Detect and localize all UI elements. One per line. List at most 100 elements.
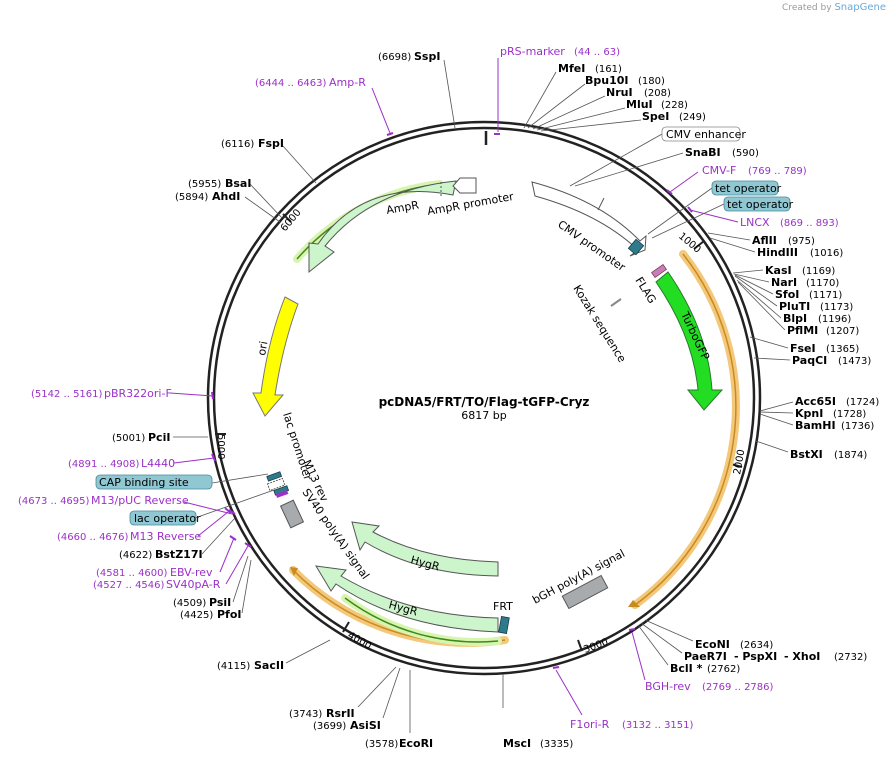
site-sfoi-name: SfoI	[775, 288, 799, 301]
primer-prs-marker-name: pRS-marker	[500, 45, 565, 58]
site-bcli-pos: (2762)	[707, 664, 740, 675]
primer-pbr322ori-f-range: (5142 .. 5161)	[31, 389, 103, 400]
site-pspxi-name: - PspXI	[734, 650, 777, 663]
site-sspi-pos: (6698)	[378, 52, 411, 63]
site-group-acc65i: Acc65I (1724) KpnI (1728) BamHI (1736)	[759, 395, 879, 432]
backbone-inner	[212, 126, 756, 670]
primer-m13-reverse-range: (4660 .. 4676)	[57, 532, 129, 543]
backbone-outer	[206, 120, 762, 676]
flag-block	[651, 264, 667, 278]
site-xhoi-name: - XhoI	[784, 650, 820, 663]
primer-f1ori-r-range: (3132 .. 3151)	[622, 720, 694, 731]
site-bstz17i: (4622) BstZ17I	[119, 517, 236, 561]
primer-prs-marker: pRS-marker (44 .. 63)	[494, 45, 620, 135]
site-fspi-name: FspI	[258, 137, 284, 150]
site-ecori-name: EcoRI	[399, 737, 433, 750]
tick-label-5000: 5000	[215, 434, 226, 459]
site-spei-pos: (249)	[679, 112, 706, 123]
site-pluti-pos: (1173)	[820, 302, 853, 313]
site-group-psii: (4509) PsiI (4425) PfoI	[173, 555, 252, 621]
site-kpni-name: KpnI	[795, 407, 823, 420]
site-bcli-name: BclI *	[670, 662, 703, 675]
primer-lncx: LNCX (869 .. 893)	[687, 206, 839, 229]
kozak-label: Kozak sequence	[570, 283, 628, 365]
cmv-enhancer-label: CMV enhancer	[666, 128, 746, 141]
site-msci-name: MscI	[503, 737, 531, 750]
site-group-fsei: FseI (1365) PaqCI (1473)	[749, 336, 871, 367]
map-size: 6817 bp	[461, 409, 506, 422]
site-sacii-pos: (4115)	[217, 661, 250, 672]
site-bsai-name: BsaI	[225, 177, 251, 190]
primer-amp-r: (6444 .. 6463) Amp-R	[255, 76, 394, 136]
cmv-promoter-arrow	[531, 181, 647, 257]
site-bpu10i-name: Bpu10I	[585, 74, 629, 87]
site-paqci-name: PaqCI	[792, 354, 827, 367]
site-fspi: (6116) FspI	[221, 137, 317, 184]
site-aflii-name: AflII	[752, 234, 777, 247]
m13-rev-block	[275, 490, 289, 498]
site-blpi-pos: (1196)	[818, 314, 851, 325]
flag-label: FLAG	[632, 275, 658, 306]
site-paqci-pos: (1473)	[838, 356, 871, 367]
frt-block	[498, 616, 510, 634]
site-pluti-name: PluTI	[779, 300, 810, 313]
site-econi-name: EcoNI	[695, 638, 730, 651]
site-snabi: SnaBI (590)	[574, 146, 759, 187]
ori-arrow	[252, 296, 299, 417]
primer-lncx-name: LNCX	[740, 216, 770, 229]
primer-sv40pa-r-name: SV40pA-R	[166, 578, 221, 591]
site-aflii-pos: (975)	[788, 236, 815, 247]
feature-tet-operator-callouts: tet operator tet operator	[647, 180, 794, 239]
site-rsrii-name: RsrII	[326, 707, 355, 720]
site-mlui-name: MluI	[626, 98, 653, 111]
site-bstz17i-name: BstZ17I	[155, 548, 203, 561]
site-bstxi-pos: (1874)	[834, 450, 867, 461]
tick-label-4000: 4000	[346, 630, 374, 652]
site-asisi-name: AsiSI	[350, 719, 381, 732]
site-mlui-pos: (228)	[661, 100, 688, 111]
primer-bgh-rev-name: BGH-rev	[645, 680, 691, 693]
map-title: pcDNA5/FRT/TO/Flag-tGFP-Cryz	[379, 395, 590, 409]
site-nrui-pos: (208)	[644, 88, 671, 99]
site-bstxi-name: BstXI	[790, 448, 823, 461]
feature-cap-binding-site-callout: CAP binding site	[95, 473, 269, 490]
kozak-block	[610, 298, 622, 307]
site-ecori-pos: (3578)	[365, 739, 398, 750]
site-group-top: MfeI (161) Bpu10I (180) NruI (208) MluI …	[523, 62, 706, 132]
site-bstxi: BstXI (1874)	[755, 440, 867, 461]
site-mfei-pos: (161)	[595, 64, 622, 75]
hygr-arrow-lower	[315, 565, 499, 633]
tet-operator-block	[627, 238, 645, 256]
tet-operator-2-label: tet operator	[727, 198, 794, 211]
primer-lncx-range: (869 .. 893)	[780, 218, 839, 229]
primer-l4440: (4891 .. 4908) L4440	[68, 453, 216, 470]
primer-bgh-rev-range: (2769 .. 2786)	[702, 682, 774, 693]
site-ahdi-name: AhdI	[212, 190, 240, 203]
lac-promoter-label: lac promoter	[280, 411, 314, 482]
site-sspi: (6698) SspI	[378, 50, 456, 129]
site-snabi-pos: (590)	[732, 148, 759, 159]
bgh-polya-block	[561, 574, 609, 610]
ampr-promoter-label: AmpR promoter	[426, 190, 515, 218]
cmv-promoter-divider	[597, 197, 605, 211]
site-hindiii-pos: (1016)	[810, 248, 843, 259]
feature-lac-operator-callout: lac operator	[129, 489, 275, 526]
primer-amp-r-name: Amp-R	[329, 76, 366, 89]
site-acc65i-pos: (1724)	[846, 397, 879, 408]
primer-bgh-rev: BGH-rev (2769 .. 2786)	[628, 628, 774, 693]
site-rsrii-pos: (3743)	[289, 709, 322, 720]
ampr-promoter-arrow	[452, 177, 477, 194]
site-fspi-pos: (6116)	[221, 139, 254, 150]
primer-m13-reverse: (4660 .. 4676) M13 Reverse	[57, 507, 232, 543]
turbogfp-arrow	[655, 271, 724, 411]
lac-promoter-block	[266, 477, 286, 492]
primer-m13-reverse-name: M13 Reverse	[130, 530, 201, 543]
site-group-econi: EcoNI (2634) PaeR7I - PspXI - XhoI (2732…	[637, 619, 867, 675]
site-ahdi-pos: (5894)	[175, 192, 208, 203]
turbogfp-orf-arrow	[628, 600, 640, 607]
site-acc65i-name: Acc65I	[795, 395, 836, 408]
site-paer7i-pos: (2732)	[834, 652, 867, 663]
primer-prs-marker-range: (44 .. 63)	[574, 47, 620, 58]
hygr-orf-arrow	[290, 567, 298, 576]
site-sfoi-pos: (1171)	[809, 290, 842, 301]
